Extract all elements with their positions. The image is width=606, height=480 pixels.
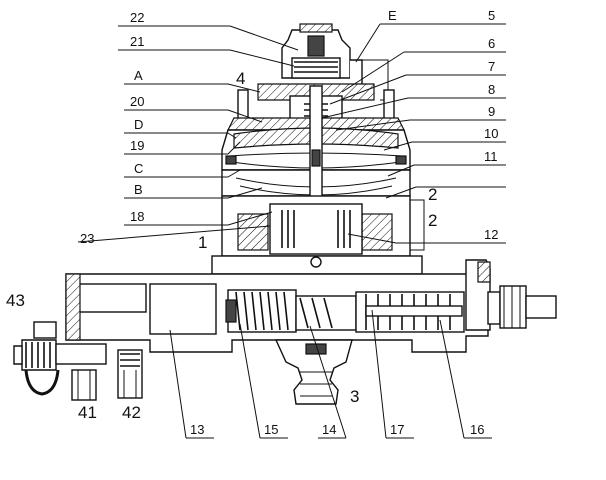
top-cap xyxy=(281,23,389,101)
label-20: 20 xyxy=(130,94,144,109)
label-a: A xyxy=(134,68,143,83)
middle-block xyxy=(211,195,425,275)
label-1: 1 xyxy=(198,233,207,252)
label-2-lower: 2 xyxy=(428,211,437,230)
label-d: D xyxy=(134,117,143,132)
label-e: E xyxy=(388,8,397,23)
label-c: C xyxy=(134,161,143,176)
label-43: 43 xyxy=(6,291,25,310)
left-fittings xyxy=(13,321,143,401)
leader-lines xyxy=(77,23,506,439)
label-7: 7 xyxy=(488,59,495,74)
label-16: 16 xyxy=(470,422,484,437)
label-b: B xyxy=(134,182,143,197)
label-6: 6 xyxy=(488,36,495,51)
bottom-fitting xyxy=(274,339,353,405)
label-8: 8 xyxy=(488,82,495,97)
label-21: 21 xyxy=(130,34,144,49)
label-23: 23 xyxy=(80,231,94,246)
label-10: 10 xyxy=(484,126,498,141)
label-4: 4 xyxy=(236,69,245,88)
label-13: 13 xyxy=(190,422,204,437)
label-12: 12 xyxy=(484,227,498,242)
label-3: 3 xyxy=(350,387,359,406)
label-18: 18 xyxy=(130,209,144,224)
label-2-upper: 2 xyxy=(428,185,437,204)
label-9: 9 xyxy=(488,104,495,119)
label-14: 14 xyxy=(322,422,336,437)
label-5: 5 xyxy=(488,8,495,23)
lower-body xyxy=(65,259,557,353)
label-41: 41 xyxy=(78,403,97,422)
label-42: 42 xyxy=(122,403,141,422)
label-17: 17 xyxy=(390,422,404,437)
diaphragm-chamber xyxy=(221,85,411,257)
label-19: 19 xyxy=(130,138,144,153)
label-15: 15 xyxy=(264,422,278,437)
label-11: 11 xyxy=(484,149,498,164)
label-22: 22 xyxy=(130,10,144,25)
